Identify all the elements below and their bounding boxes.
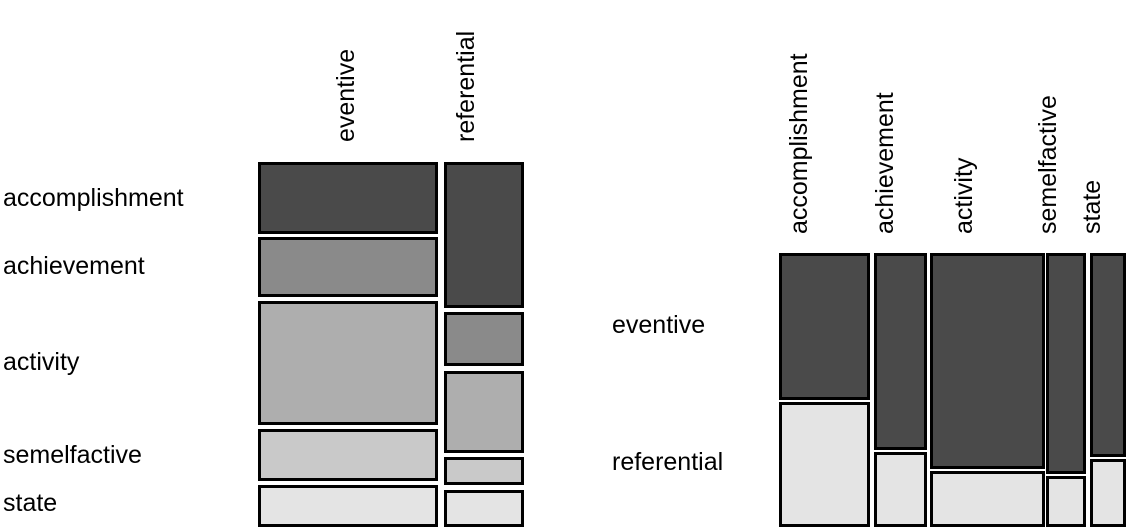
mosaic-tile-referential-state bbox=[444, 490, 524, 527]
column-label-activity: activity bbox=[950, 157, 978, 234]
mosaic-tile-semelfactive-referential bbox=[1046, 476, 1086, 527]
mosaic-tile-referential-semelfactive bbox=[444, 371, 524, 453]
row-label-eventive: eventive bbox=[612, 311, 706, 339]
row-label-referential: referential bbox=[612, 448, 724, 476]
row-label-achievement: achievement bbox=[3, 252, 145, 280]
mosaic-tile-eventive-activity bbox=[258, 301, 438, 425]
mosaic-tile-achievement-eventive bbox=[874, 253, 927, 450]
column-label-state: state bbox=[1078, 179, 1106, 234]
mosaic-tile-eventive-achievement bbox=[258, 237, 438, 297]
mosaic-tile-eventive-state bbox=[258, 485, 438, 527]
mosaic-tile-eventive-semelfactive bbox=[258, 429, 438, 481]
column-label-accomplishment: accomplishment bbox=[785, 53, 813, 234]
mosaic-tile-accomplishment-eventive bbox=[779, 253, 870, 400]
mosaic-tile-referential-state-upper bbox=[444, 457, 524, 485]
mosaic-tile-state-eventive bbox=[1090, 253, 1126, 457]
row-label-semelfactive: semelfactive bbox=[3, 441, 142, 469]
column-label-semelfactive: semelfactive bbox=[1034, 95, 1062, 234]
mosaic-tile-referential-accomplishment bbox=[444, 162, 524, 308]
mosaic-tile-accomplishment-referential bbox=[779, 402, 870, 527]
mosaic-tile-referential-activity bbox=[444, 312, 524, 366]
mosaic-tile-semelfactive-eventive bbox=[1046, 253, 1086, 474]
mosaic-tile-eventive-accomplishment bbox=[258, 162, 438, 234]
mosaic-tile-achievement-referential bbox=[874, 452, 927, 527]
row-label-activity: activity bbox=[3, 348, 80, 376]
column-label-achievement: achievement bbox=[871, 92, 899, 234]
row-label-accomplishment: accomplishment bbox=[3, 184, 184, 212]
mosaic-tile-state-referential bbox=[1090, 459, 1126, 527]
mosaic-tile-activity-eventive bbox=[930, 253, 1045, 469]
mosaic-tile-activity-referential bbox=[930, 471, 1045, 527]
row-label-state: state bbox=[3, 489, 58, 517]
